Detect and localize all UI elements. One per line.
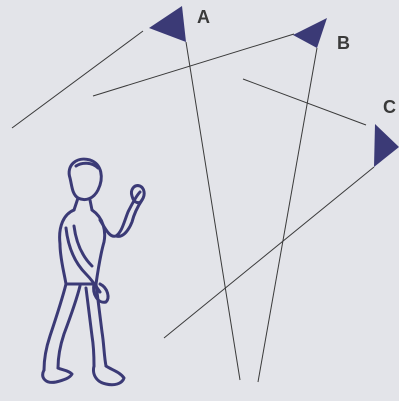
person-feet	[43, 366, 124, 385]
kite-c-label: C	[383, 97, 396, 117]
kite-a-line-down	[186, 42, 240, 380]
triangular-kite-icon	[293, 18, 327, 48]
kite-b: B	[293, 18, 350, 53]
kite-a: A	[149, 6, 210, 42]
person-hair	[76, 163, 98, 168]
kite-a-line-left	[12, 31, 143, 128]
kite-b-label: B	[337, 33, 350, 53]
person-legs	[44, 284, 106, 370]
person-torso	[60, 210, 105, 284]
triangular-kite-icon	[374, 124, 399, 167]
kite-c-line-down	[164, 167, 374, 338]
person-holding-kite-lines-icon	[43, 159, 144, 385]
triangular-kite-icon	[149, 6, 186, 42]
kite-a-label: A	[197, 7, 210, 27]
kite-b-line-down	[258, 48, 317, 382]
kite-c: C	[374, 97, 399, 167]
person-raised-arm	[100, 192, 142, 236]
